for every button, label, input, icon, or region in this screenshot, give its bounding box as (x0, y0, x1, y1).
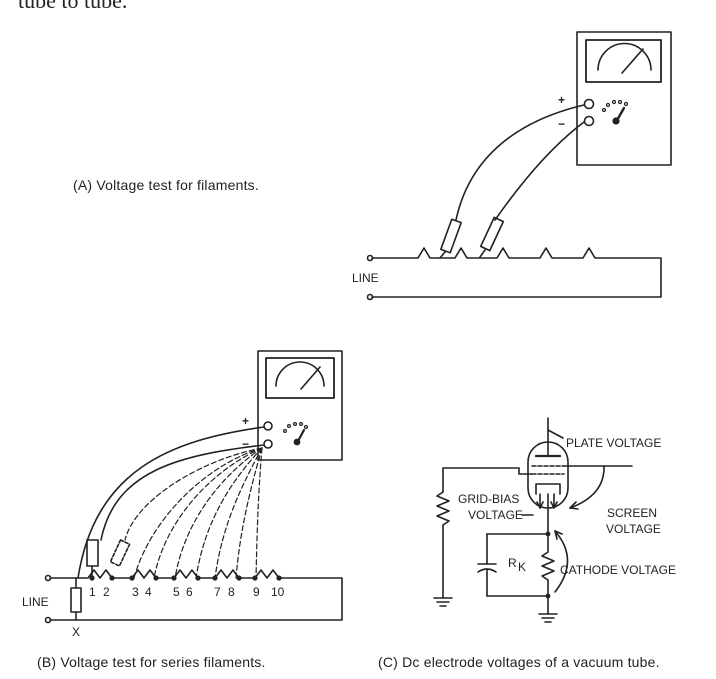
meter-b-plus-label: + (242, 414, 249, 428)
screen-voltage-label-2: VOLTAGE (606, 522, 661, 536)
dashed-leads-b (124, 447, 263, 579)
filament-number-1: 1 (89, 585, 96, 599)
probe-a-1-tip (439, 251, 446, 259)
screen-voltage-label-1: SCREEN (607, 506, 657, 520)
lead-b-minus (100, 444, 265, 541)
meter-b-needle (300, 366, 321, 390)
filament-string-b (49, 569, 343, 621)
filament-number-5: 5 (173, 585, 180, 599)
screen-voltage-arrow (569, 501, 579, 510)
node-dots-c (545, 531, 551, 599)
filament-number-8: 8 (228, 585, 235, 599)
meter-a-minus-terminal (583, 115, 595, 127)
filament-number-4: 4 (145, 585, 152, 599)
screen-voltage-leader (569, 465, 605, 509)
lead-a-minus (494, 121, 585, 221)
caption-a: (A) Voltage test for filaments. (73, 177, 259, 193)
cathode-resistor-rk (541, 533, 555, 597)
meter-a (576, 31, 672, 166)
filament-number-9: 9 (253, 585, 260, 599)
line-label-b: LINE (22, 595, 49, 609)
line-terminal-a-2 (366, 293, 374, 301)
meter-b-plus-terminal (263, 421, 273, 431)
probe-b (86, 539, 99, 567)
meter-a-plus-terminal (583, 98, 595, 110)
x-label-b: X (72, 625, 80, 639)
plate-voltage-leader (547, 429, 564, 439)
plate-voltage-label: PLATE VOLTAGE (566, 436, 661, 450)
meter-b-selector-knob (283, 422, 309, 446)
resistor-x (70, 587, 82, 613)
meter-b-scale (275, 361, 325, 387)
lead-b-plus (77, 426, 265, 579)
rk-label: R (508, 556, 517, 570)
filament-number-3: 3 (132, 585, 139, 599)
arrow-1 (536, 501, 544, 509)
cathode-voltage-leader (554, 530, 569, 593)
meter-b-minus-terminal (263, 439, 273, 449)
line-terminal-b-2 (44, 616, 52, 624)
filament-number-6: 6 (186, 585, 193, 599)
diagram-a (366, 31, 672, 301)
meter-a-needle (621, 48, 644, 74)
arrow-2 (550, 501, 558, 509)
grid-bias-label-1: GRID-BIAS (458, 492, 519, 506)
top-text: tube to tube. (18, 0, 128, 13)
cathode-arrow-top (554, 530, 563, 540)
cathode-voltage-label: CATHODE VOLTAGE (560, 563, 676, 577)
filament-number-2: 2 (103, 585, 110, 599)
line-terminal-a-1 (366, 254, 374, 262)
diagram-c (433, 417, 633, 623)
meter-a-scale (597, 42, 652, 71)
diagram-b (44, 350, 343, 624)
caption-b: (B) Voltage test for series filaments. (37, 654, 266, 670)
lead-a-plus (455, 104, 585, 221)
meter-a-minus-label: − (558, 117, 565, 131)
cathode (535, 483, 561, 495)
meter-b (257, 350, 343, 461)
meter-a-dial (585, 39, 662, 83)
meter-b-dial (265, 357, 335, 399)
rk-subscript: K (518, 560, 526, 574)
grid-bias-label-2: VOLTAGE (468, 508, 523, 522)
line-terminal-b-1 (44, 574, 52, 582)
meter-b-minus-label: − (242, 437, 249, 451)
ground-left (433, 597, 453, 607)
ghost-probe-b (109, 539, 131, 567)
ground-right (538, 613, 558, 623)
probe-a-2-tip (479, 249, 486, 258)
filament-number-10: 10 (271, 585, 285, 599)
filament-number-7: 7 (214, 585, 221, 599)
grid-resistor (436, 491, 450, 599)
grid-lead (442, 467, 533, 493)
meter-a-selector-knob (601, 99, 629, 125)
probe-a-1 (440, 218, 462, 254)
meter-a-plus-label: + (558, 93, 565, 107)
capacitor-plate-2 (477, 568, 497, 573)
filament-string-a (371, 247, 662, 298)
connection-dots-b (89, 575, 282, 581)
line-label-a: LINE (352, 271, 379, 285)
caption-c: (C) Dc electrode voltages of a vacuum tu… (378, 654, 660, 670)
probe-a-2 (479, 216, 505, 252)
